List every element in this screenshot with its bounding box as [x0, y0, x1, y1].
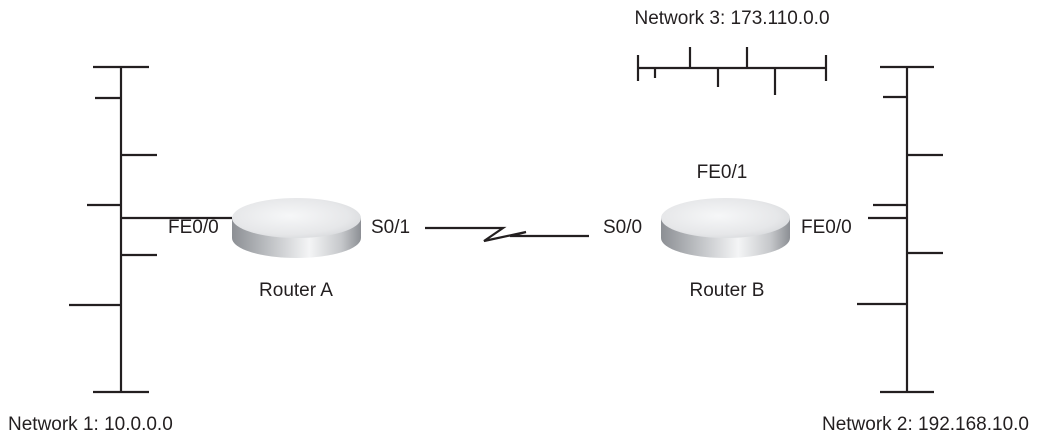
- router-a-label: Router A: [259, 280, 333, 301]
- network-1-segment: [69, 65, 232, 394]
- network-3-segment: [636, 47, 828, 95]
- router-b-fe01-label: FE0/1: [697, 162, 748, 183]
- network-2-label: Network 2: 192.168.10.0: [822, 414, 1029, 435]
- router-b-icon: [661, 198, 790, 258]
- router-a-s01-label: S0/1: [371, 217, 410, 238]
- network-2-segment: [857, 65, 943, 394]
- router-a-icon: [232, 198, 361, 258]
- router-b-label: Router B: [690, 280, 765, 301]
- router-b-s00-label: S0/0: [603, 217, 642, 238]
- router-b-fe00-label: FE0/0: [801, 217, 852, 238]
- network-3-label: Network 3: 173.110.0.0: [634, 8, 829, 29]
- network-1-label: Network 1: 10.0.0.0: [8, 414, 173, 435]
- serial-link: [425, 226, 589, 243]
- router-a-fe00-label: FE0/0: [168, 217, 219, 238]
